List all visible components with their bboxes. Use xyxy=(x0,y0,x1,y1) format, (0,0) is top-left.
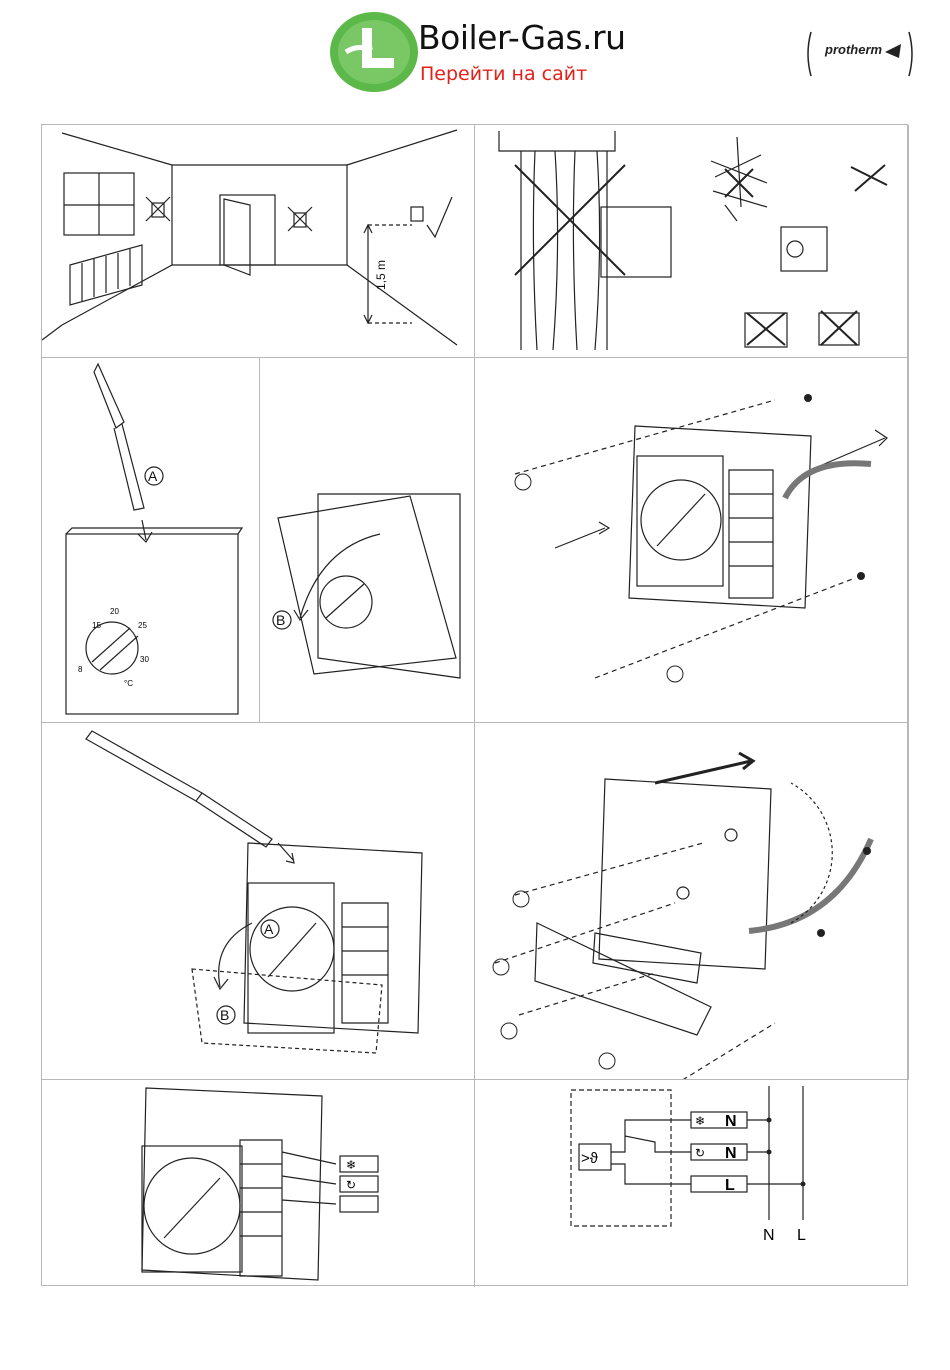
dial-tick-8: 8 xyxy=(78,665,83,674)
anchor-top-icon xyxy=(804,394,812,402)
mains-n-label: N xyxy=(763,1227,775,1244)
room-placement-illustration: 1,5 m xyxy=(42,125,475,358)
anchor-1-icon xyxy=(863,847,871,855)
junction-n2-icon xyxy=(767,1150,772,1155)
dial-tick-15: 15 xyxy=(92,621,101,630)
instruction-figure-grid: 1,5 m xyxy=(41,124,908,1286)
site-title: Boiler-Gas.ru xyxy=(418,18,626,57)
brand-name: protherm xyxy=(825,42,882,57)
pump-icon: ↻ xyxy=(695,1146,705,1160)
page-header: Boiler-Gas.ru Перейти на сайт protherm xyxy=(0,0,950,110)
placement-restrictions-illustration xyxy=(475,125,909,358)
screw-3-icon xyxy=(501,1023,517,1039)
panel-cover-release: A 15 20 25 30 8 °C xyxy=(42,358,260,723)
screw-bottom-icon xyxy=(667,666,683,682)
protherm-logo: protherm xyxy=(805,28,915,80)
anchor-bottom-icon xyxy=(857,572,865,580)
insert-removal-illustration: A B xyxy=(42,723,475,1080)
step-a-label: A xyxy=(264,921,274,937)
terminal-connection-illustration: ❄ ↻ xyxy=(42,1080,475,1287)
go-to-site-link[interactable]: Перейти на сайт xyxy=(420,63,587,85)
height-label: 1,5 m xyxy=(374,260,388,290)
dial-tick-30: 30 xyxy=(140,655,149,664)
pump-icon: ↻ xyxy=(346,1178,356,1192)
cover-release-illustration: A 15 20 25 30 8 °C xyxy=(42,358,260,723)
panel-placement-restrictions xyxy=(475,125,909,358)
terminal-l: L xyxy=(725,1177,735,1194)
cover-lift-illustration: B xyxy=(260,358,475,723)
screw-1-icon xyxy=(513,891,529,907)
panel-room-placement: 1,5 m xyxy=(42,125,475,358)
dial-unit: °C xyxy=(124,679,133,688)
frost-icon: ❄ xyxy=(346,1158,356,1172)
anchor-2-icon xyxy=(817,929,825,937)
step-b-label: B xyxy=(276,612,285,628)
dial-tick-20: 20 xyxy=(110,607,119,616)
panel-insert-removal: A B xyxy=(42,723,475,1080)
panel-cover-lift: B xyxy=(260,358,475,723)
step-a-label: A xyxy=(148,468,158,484)
panel-insert-mounting xyxy=(475,723,909,1080)
terminal-n-pump: N xyxy=(725,1145,737,1162)
screw-2-icon xyxy=(493,959,509,975)
base-mounting-illustration xyxy=(475,358,909,723)
sensor-symbol: >ϑ xyxy=(581,1150,599,1167)
wiring-diagram: >ϑ ❄ ↻ N N L N L xyxy=(475,1080,909,1287)
panel-terminal-connection: ❄ ↻ xyxy=(42,1080,475,1287)
screw-4-icon xyxy=(599,1053,615,1069)
panel-wiring-diagram: >ϑ ❄ ↻ N N L N L xyxy=(475,1080,909,1287)
frost-icon: ❄ xyxy=(695,1114,705,1128)
junction-l-icon xyxy=(801,1182,806,1187)
dial-tick-25: 25 xyxy=(138,621,147,630)
panel-base-mounting xyxy=(475,358,909,723)
site-logo-link[interactable]: Boiler-Gas.ru Перейти на сайт xyxy=(328,8,648,98)
junction-n1-icon xyxy=(767,1118,772,1123)
insert-mounting-illustration xyxy=(475,723,909,1080)
terminal-n-frost: N xyxy=(725,1113,737,1130)
step-b-label: B xyxy=(220,1007,229,1023)
mains-l-label: L xyxy=(797,1227,806,1244)
boiler-gas-logo-icon xyxy=(328,8,418,98)
screw-left-icon xyxy=(515,474,531,490)
